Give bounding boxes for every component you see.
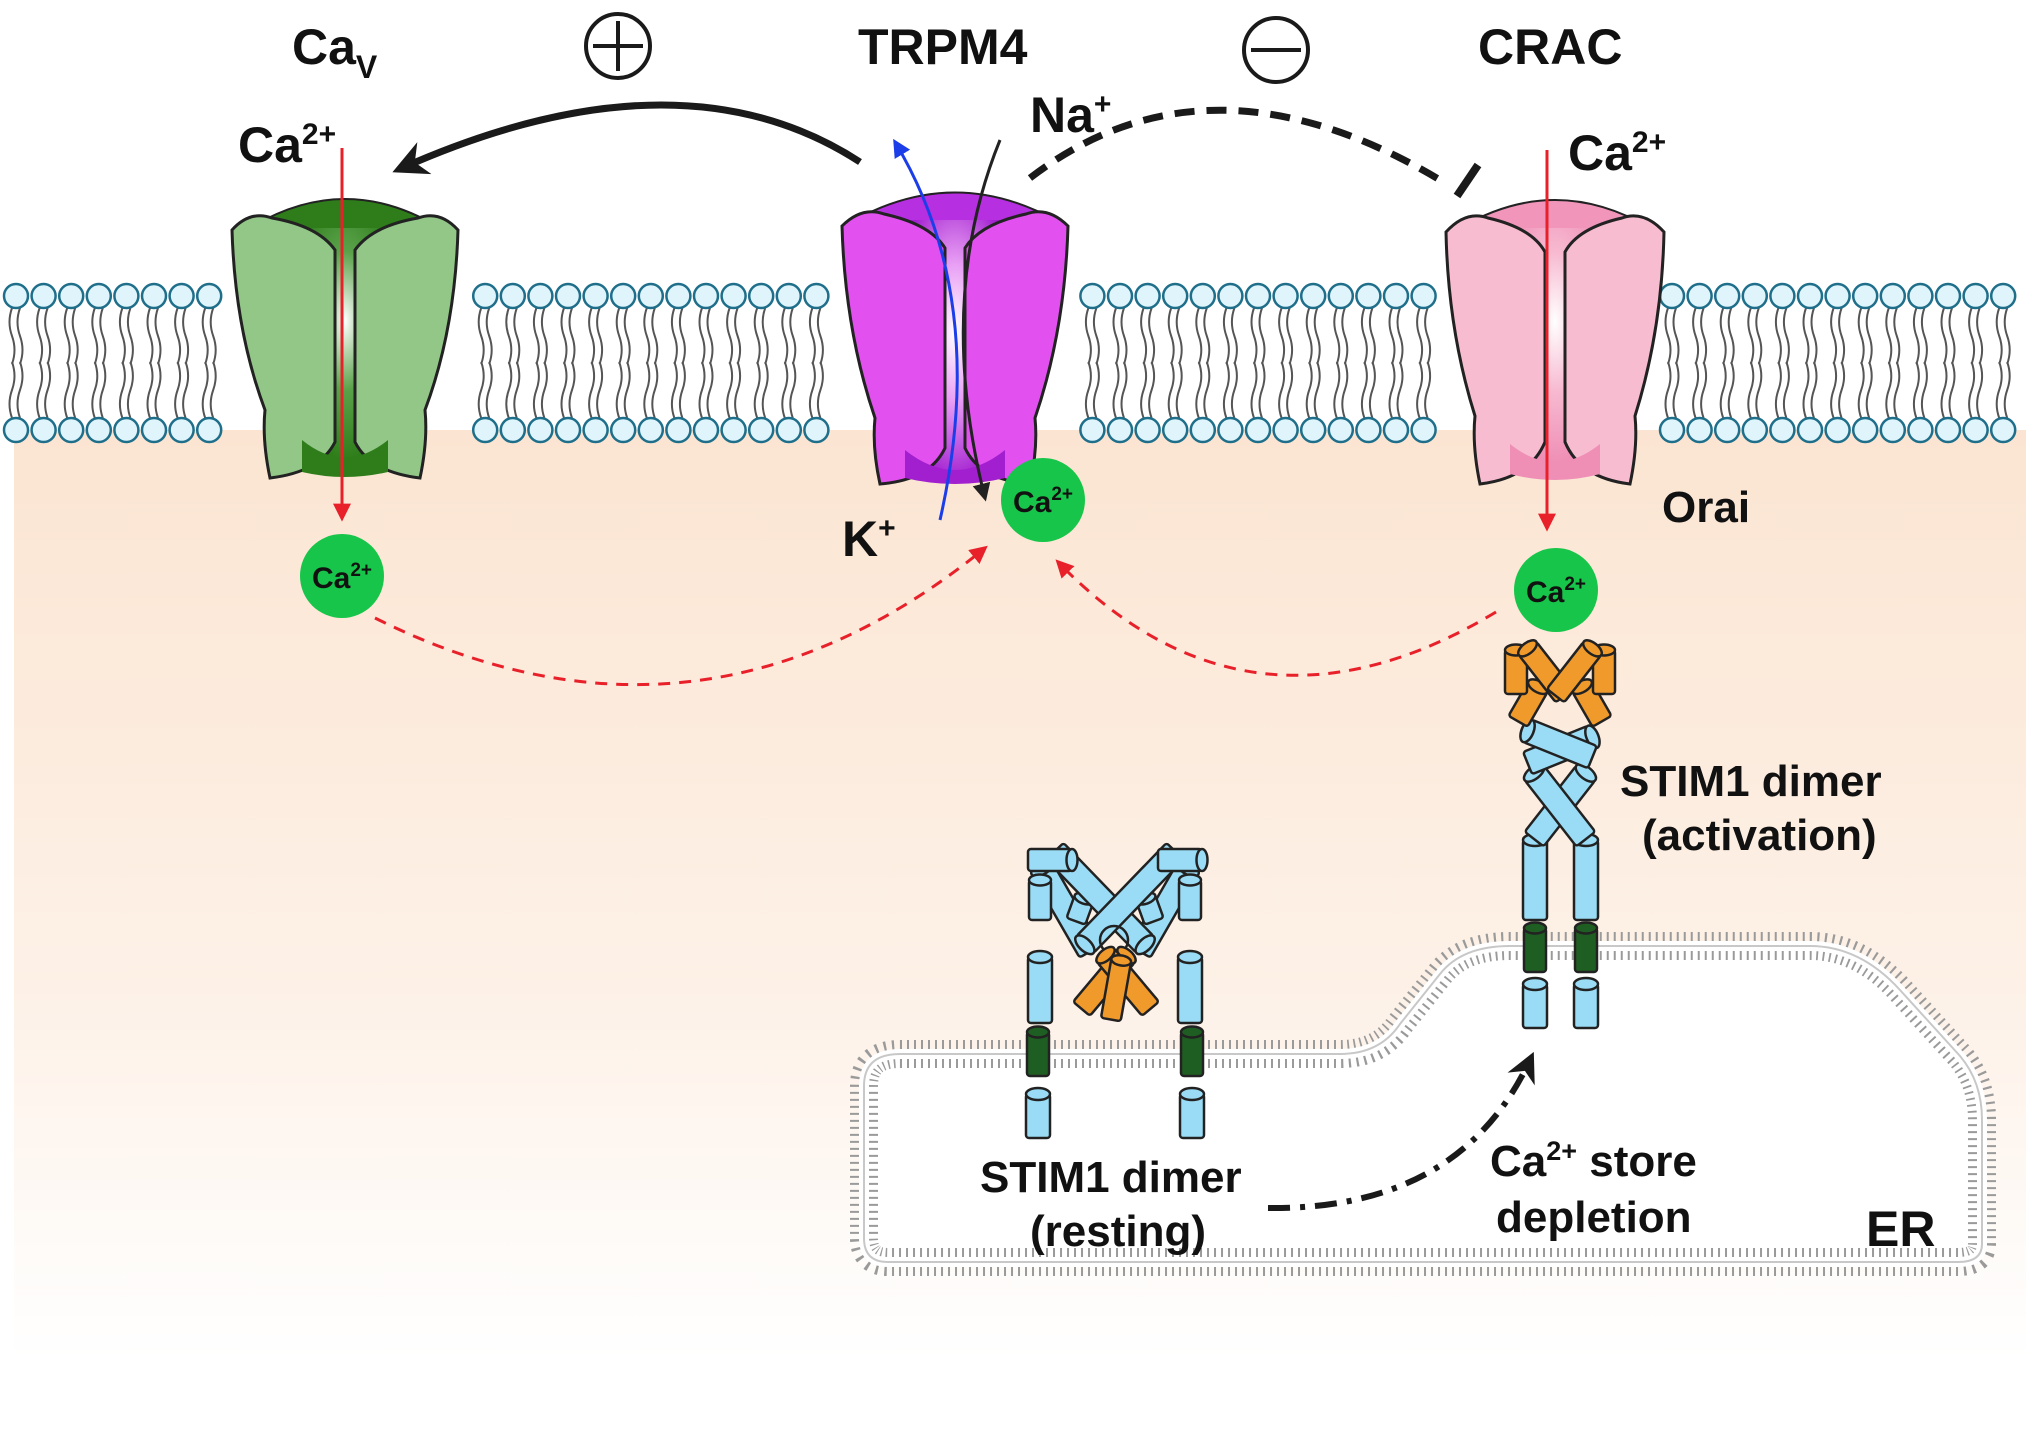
orai-label: Orai [1662, 483, 1750, 532]
calcium-ion-crac: Ca2+ [1514, 548, 1598, 632]
stim1-luminal-domain [1572, 976, 1600, 1030]
stim1-resting-dimer [1024, 842, 1209, 1140]
stim1-transmembrane-domain [1573, 921, 1599, 974]
stim1-cc1-domain [1156, 847, 1209, 873]
stim1-cc1-domain [1176, 949, 1204, 1025]
stim1-cc1-domain [1177, 873, 1203, 922]
plasma-membrane [2, 282, 2017, 444]
cav-right-subunit [353, 214, 460, 480]
stim1-soar-domain [1100, 953, 1133, 1023]
calcium-ion-trpm4: Ca2+ [1001, 458, 1085, 542]
cav-left-subunit [230, 214, 337, 480]
calcium-ion-cav: Ca2+ [300, 534, 384, 618]
crac-to-trpm4-dashed-arrow [1055, 559, 1497, 677]
trpm4-left-subunit [840, 210, 947, 486]
stim1-soar-domain [1570, 678, 1612, 727]
positive-feedback-symbol [584, 12, 652, 80]
crac-left-subunit [1444, 214, 1547, 486]
stim1-luminal-domain [1024, 1086, 1052, 1140]
stim1-resting-label-line1: STIM1 dimer [980, 1153, 1242, 1202]
svg-text:Ca2+: Ca2+ [1013, 484, 1073, 519]
stim1-transmembrane-domain [1522, 921, 1548, 974]
inhibition-bar [1453, 162, 1482, 199]
crac-channel [1444, 199, 1666, 486]
stim1-cc1-domain [1027, 873, 1053, 922]
crac-ca-ion-label: Ca2+ [1568, 125, 1666, 181]
stim1-cc1-domain [1572, 832, 1600, 922]
stim1-luminal-domain [1178, 1086, 1206, 1140]
store-depletion-arrow [1267, 1051, 1535, 1212]
crac-right-subunit [1563, 214, 1666, 486]
stim1-transmembrane-domain [1025, 1025, 1051, 1078]
trpm4-to-crac-inhibition-arrow [1027, 106, 1447, 186]
stim1-active-dimer [1503, 639, 1617, 1030]
stim1-cc1-domain [1521, 832, 1549, 922]
stim1-active-label-line1: STIM1 dimer [1620, 757, 1882, 806]
trpm4-na-influx-arrow [961, 139, 1002, 502]
stim1-cc1-domain [1026, 949, 1054, 1025]
cav-to-trpm4-dashed-arrow [374, 545, 988, 687]
store-depletion-label-line1: Ca2+ store [1490, 1136, 1697, 1186]
stim1-soar-domain [1546, 639, 1604, 703]
stim1-transmembrane-domain [1179, 1025, 1205, 1078]
er-membrane [850, 932, 1996, 1276]
svg-text:Ca2+: Ca2+ [1526, 574, 1586, 609]
cav-label: CaV [292, 19, 378, 85]
cav-channel [230, 198, 460, 480]
store-depletion-label-line2: depletion [1496, 1193, 1692, 1242]
stim1-active-label-line2: (activation) [1642, 811, 1877, 860]
trpm4-to-cav-positive-arrow [392, 101, 862, 175]
crac-label: CRAC [1478, 19, 1622, 75]
svg-text:Ca2+: Ca2+ [312, 560, 372, 595]
k-ion-label: K+ [842, 511, 896, 567]
negative-feedback-symbol [1242, 16, 1310, 84]
stim1-luminal-domain [1521, 976, 1549, 1030]
trpm4-label: TRPM4 [858, 19, 1028, 75]
er-label: ER [1866, 1201, 1935, 1257]
stim1-cc1-domain [1026, 847, 1079, 873]
stim1-resting-label-line2: (resting) [1030, 1207, 1206, 1256]
trpm4-k-efflux-arrow [893, 138, 959, 521]
na-ion-label: Na+ [1030, 87, 1111, 143]
cav-ca-ion-label: Ca2+ [238, 117, 336, 173]
